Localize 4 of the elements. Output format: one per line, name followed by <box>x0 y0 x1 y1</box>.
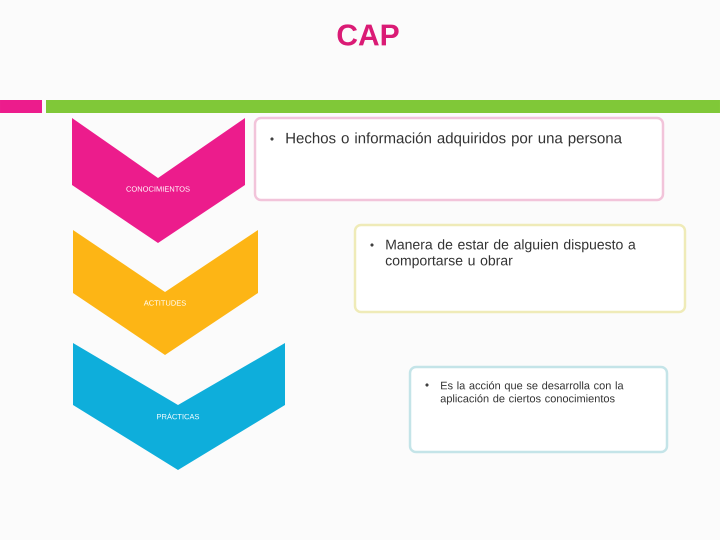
text-box: Es la acción que se desarrolla con la aplicación de ciertos conocimientos <box>408 366 668 454</box>
slide-title: CAP <box>338 24 399 46</box>
text-box: Hechos o información adquiridos por una persona <box>254 116 664 202</box>
text-box: Manera de estar de alguien dispuesto a comportarse u obrar <box>354 224 686 314</box>
